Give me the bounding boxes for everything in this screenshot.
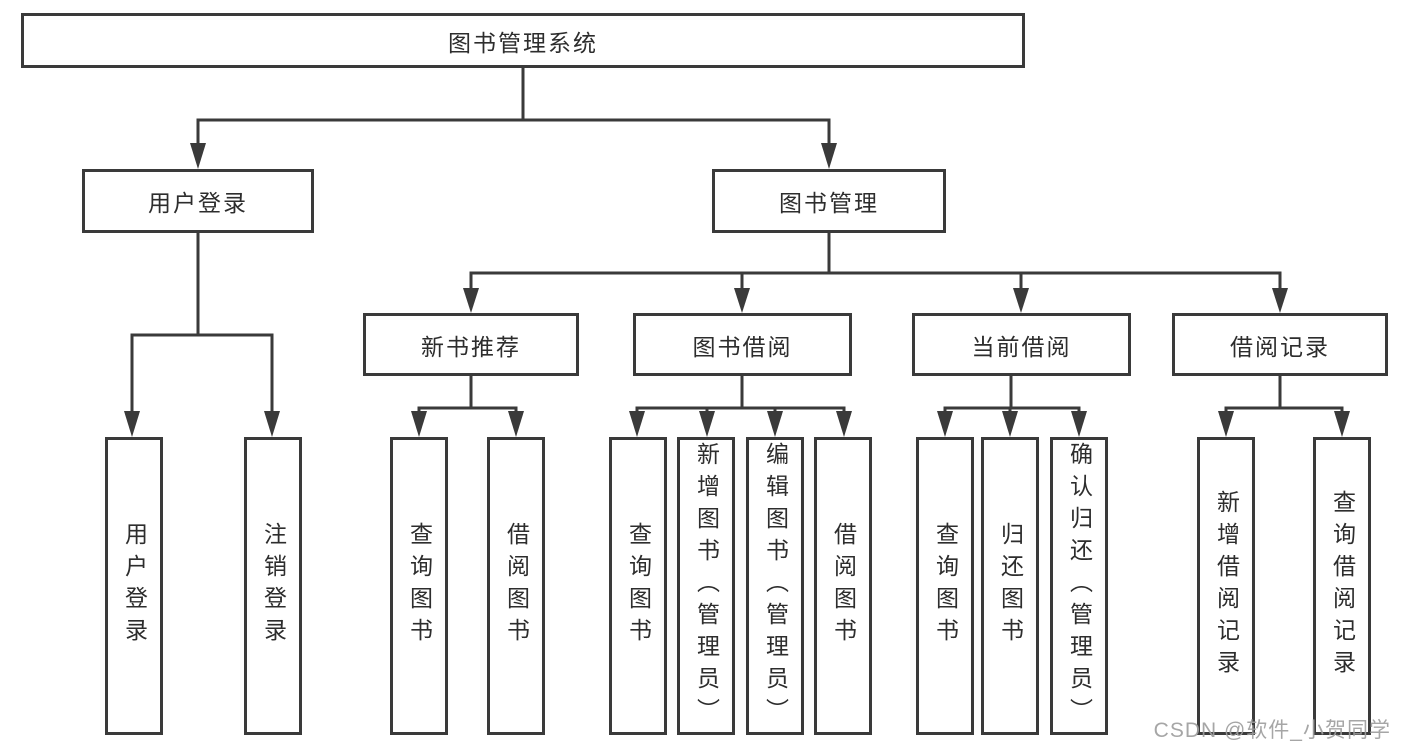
leaf-user-login: 用户登录: [105, 437, 163, 735]
leaf-query-borrow-record: 查询借阅记录: [1313, 437, 1371, 735]
leaf-query-books-label: 查询图书: [406, 522, 433, 650]
leaf-query-books-label: 查询图书: [625, 522, 652, 650]
node-system-root: 图书管理系统: [21, 13, 1025, 68]
leaf-query-books: 查询图书: [609, 437, 667, 735]
leaf-return-books-label: 归还图书: [997, 522, 1024, 650]
leaf-add-borrow-record: 新增借阅记录: [1197, 437, 1255, 735]
leaf-add-books-admin: 新增图书（管理员）: [677, 437, 735, 735]
leaf-query-borrow-record-label: 查询借阅记录: [1329, 490, 1356, 682]
leaf-query-books: 查询图书: [390, 437, 448, 735]
leaf-edit-books-admin-label: 编辑图书（管理员）: [762, 442, 789, 730]
leaf-query-books: 查询图书: [916, 437, 974, 735]
leaf-query-books-label: 查询图书: [932, 522, 959, 650]
node-borrowing-records: 借阅记录: [1172, 313, 1388, 376]
leaf-borrow-books-label: 借阅图书: [830, 522, 857, 650]
leaf-confirm-return-admin-label: 确认归还（管理员）: [1066, 442, 1093, 730]
leaf-add-borrow-record-label: 新增借阅记录: [1213, 490, 1240, 682]
node-book-borrowing: 图书借阅: [633, 313, 852, 376]
leaf-logout-label: 注销登录: [260, 522, 287, 650]
leaf-borrow-books-label: 借阅图书: [503, 522, 530, 650]
leaf-add-books-admin-label: 新增图书（管理员）: [693, 442, 720, 730]
leaf-borrow-books: 借阅图书: [814, 437, 872, 735]
leaf-edit-books-admin: 编辑图书（管理员）: [746, 437, 804, 735]
leaf-confirm-return-admin: 确认归还（管理员）: [1050, 437, 1108, 735]
leaf-user-login-label: 用户登录: [121, 522, 148, 650]
watermark: CSDN @软件_小贺同学: [1153, 719, 1391, 742]
node-current-borrowing: 当前借阅: [912, 313, 1131, 376]
node-book-management: 图书管理: [712, 169, 946, 233]
leaf-borrow-books: 借阅图书: [487, 437, 545, 735]
node-new-book-recommend: 新书推荐: [363, 313, 579, 376]
node-user-login: 用户登录: [82, 169, 314, 233]
leaf-return-books: 归还图书: [981, 437, 1039, 735]
leaf-logout: 注销登录: [244, 437, 302, 735]
